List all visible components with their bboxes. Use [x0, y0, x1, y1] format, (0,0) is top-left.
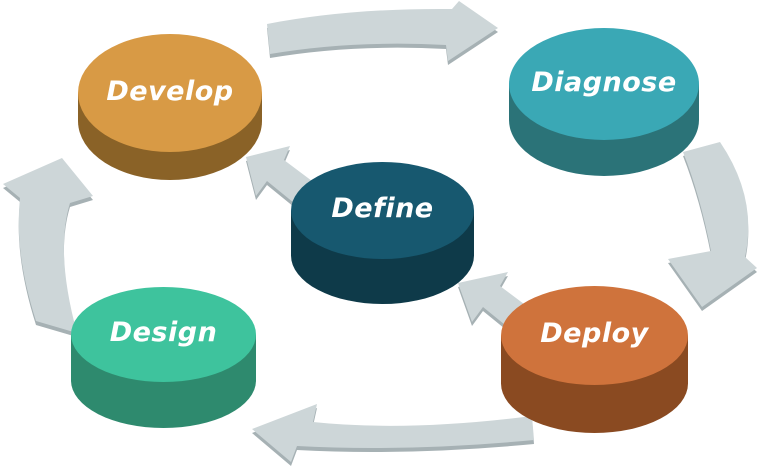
disk-diagnose-top: Diagnose [509, 28, 699, 140]
arrow-develop-to-diagnose [267, 1, 498, 65]
disk-diagnose-label: Diagnose [531, 66, 677, 98]
arrow-diagnose-to-deploy [668, 142, 757, 311]
disk-design-label: Design [109, 317, 218, 348]
disk-deploy-label: Deploy [540, 318, 649, 349]
disk-deploy-top: Deploy [501, 286, 688, 385]
disk-define-top: Define [291, 162, 474, 259]
disk-develop-top: Develop [78, 34, 262, 152]
disk-develop-label: Develop [106, 75, 234, 107]
disk-design-top: Design [71, 287, 256, 382]
arrow-deploy-to-design [252, 404, 534, 466]
arrow-design-to-develop [3, 158, 93, 337]
disk-define-label: Define [331, 193, 434, 224]
